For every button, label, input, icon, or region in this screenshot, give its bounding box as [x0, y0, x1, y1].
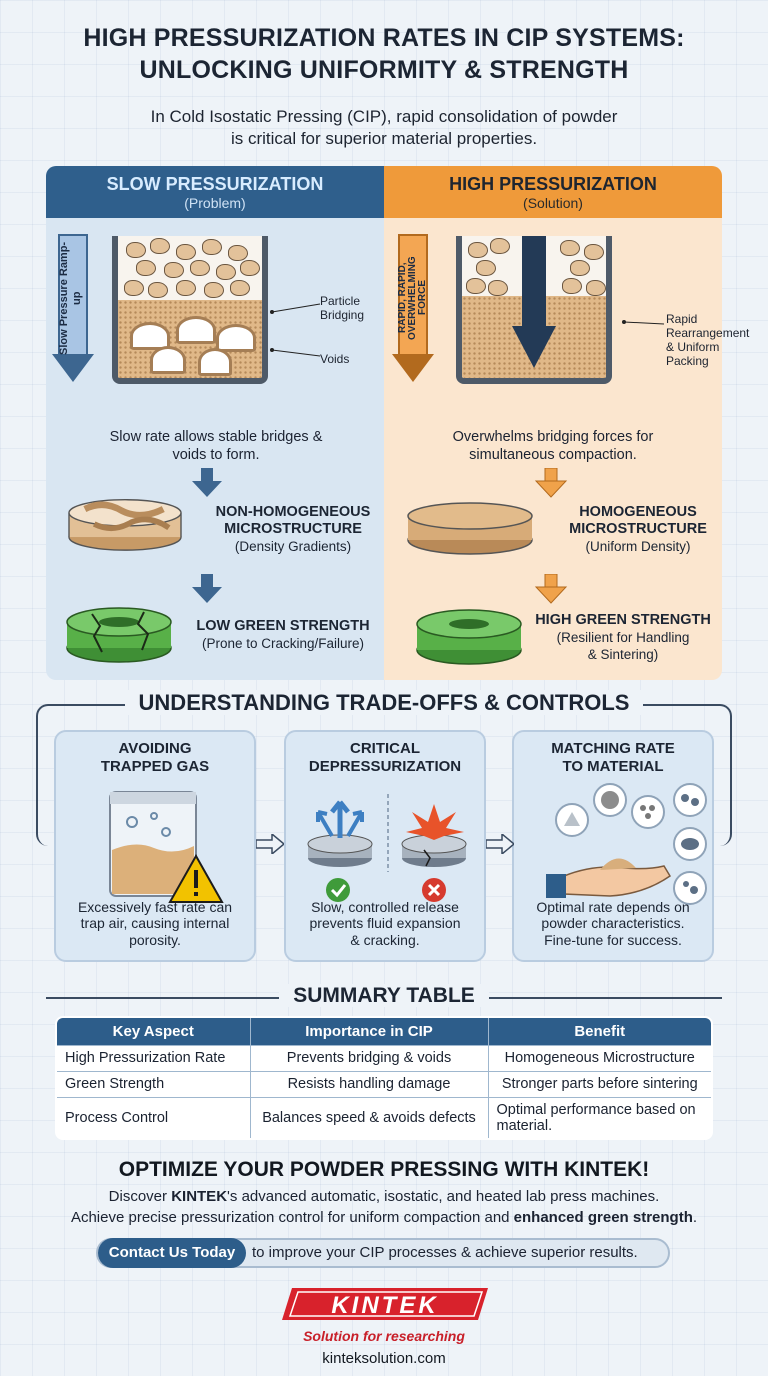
fast-header: HIGH PRESSURIZATION (Solution)	[384, 166, 722, 218]
fast-heading: HIGH PRESSURIZATION	[449, 174, 657, 194]
slow-strength-heading: LOW GREEN STRENGTH (Prone to Cracking/Fa…	[196, 618, 370, 651]
flow-arrow-icon	[256, 834, 284, 854]
cta-title: OPTIMIZE YOUR POWDER PRESSING WITH KINTE…	[118, 1158, 650, 1181]
kintek-logo[interactable]: KINTEK	[282, 1286, 488, 1322]
slow-subheading: (Problem)	[184, 195, 246, 211]
tradeoffs-title: UNDERSTANDING TRADE-OFFS & CONTROLS	[0, 690, 768, 716]
summary-title: SUMMARY TABLE	[0, 984, 768, 1008]
solid-ring-icon	[416, 609, 522, 665]
page-title: HIGH PRESSURIZATION RATES IN CIP SYSTEMS…	[83, 24, 685, 84]
slow-caption: Slow rate allows stable bridges &voids t…	[109, 429, 323, 463]
table-row: Green Strength Resists handling damage S…	[57, 1070, 711, 1097]
down-arrow-icon	[192, 468, 222, 497]
label-leader-lines	[270, 303, 321, 357]
down-arrow-icon	[192, 574, 222, 603]
label-leader-line	[622, 320, 665, 325]
card-trapped-gas-text: Excessively fast rate can trap air, caus…	[77, 898, 233, 948]
header-importance: Importance in CIP	[250, 1018, 489, 1045]
slow-microstructure-heading: NON-HOMOGENEOUS MICROSTRUCTURE (Density …	[215, 504, 371, 554]
rapid-force-arrow-icon: RAPID, RAPID, OVERWHELMING FORCE	[392, 234, 434, 384]
table-header-row: Key Aspect Importance in CIP Benefit	[57, 1018, 711, 1045]
svg-text:KINTEK: KINTEK	[331, 1292, 438, 1319]
cta-button-text: to improve your CIP processes & achieve …	[252, 1244, 638, 1261]
slow-beaker-illustration	[112, 236, 268, 384]
fast-beaker-illustration	[456, 236, 612, 384]
comparison-panel: SLOW PRESSURIZATION (Problem) Slow Press…	[46, 166, 749, 680]
contact-us-button[interactable]: Contact Us Today	[98, 1238, 246, 1268]
voids-label: Voids	[320, 352, 350, 366]
high-pressurization-column: HIGH PRESSURIZATION (Solution) RAPID, RA…	[384, 166, 749, 680]
card-matching-rate-text: Optimal rate depends on powder character…	[536, 898, 690, 948]
table-row: High Pressurization Rate Prevents bridgi…	[57, 1044, 711, 1071]
summary-table: Key Aspect Importance in CIP Benefit Hig…	[55, 1016, 713, 1140]
intro-text: In Cold Isostatic Pressing (CIP), rapid …	[150, 107, 618, 148]
down-arrow-icon	[534, 468, 568, 498]
card-depressurization-text: Slow, controlled release prevents fluid …	[309, 898, 461, 948]
header-benefit: Benefit	[488, 1018, 711, 1045]
homogeneous-disk-icon	[407, 502, 533, 555]
flow-arrow-icon	[486, 834, 514, 854]
depressurization-icons	[307, 794, 467, 902]
fast-subheading: (Solution)	[523, 195, 583, 211]
powder-bag-icon	[109, 791, 224, 903]
tagline: Solution for researching	[303, 1328, 465, 1344]
slow-pressurization-column: SLOW PRESSURIZATION (Problem) Slow Press…	[46, 166, 384, 680]
website-link[interactable]: kinteksolution.com	[322, 1350, 446, 1367]
slow-ramp-arrow-icon: Slow Pressure Ramp-up	[52, 234, 94, 384]
non-homogeneous-disk-icon	[68, 499, 182, 551]
cta-text: Discover KINTEK's advanced automatic, is…	[70, 1188, 698, 1226]
down-arrow-icon	[534, 574, 568, 604]
powder-hand-icon	[546, 783, 707, 905]
fast-microstructure-heading: HOMOGENEOUS MICROSTRUCTURE (Uniform Dens…	[569, 504, 707, 554]
fast-strength-heading: HIGH GREEN STRENGTH (Resilient for Handl…	[535, 612, 711, 662]
slow-header: SLOW PRESSURIZATION (Problem)	[46, 166, 384, 218]
slow-heading: SLOW PRESSURIZATION	[106, 174, 324, 194]
header-key-aspect: Key Aspect	[57, 1018, 251, 1045]
cracked-ring-icon	[66, 607, 172, 663]
compression-arrow-icon	[512, 236, 556, 368]
table-row: Process Control Balances speed & avoids …	[57, 1096, 711, 1138]
